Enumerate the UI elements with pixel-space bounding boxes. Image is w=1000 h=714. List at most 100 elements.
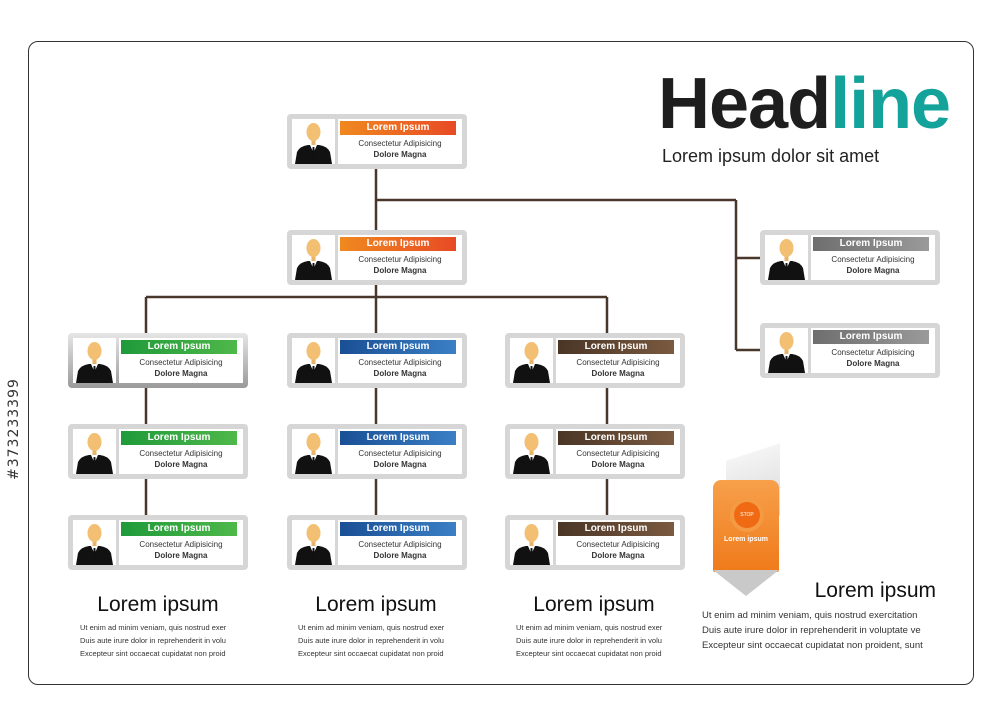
card-title: Lorem Ipsum [340, 522, 456, 536]
card-title: Lorem Ipsum [121, 431, 237, 445]
featured-text-line: Duis aute irure dolor in reprehenderit i… [702, 625, 921, 636]
card-detail: Dolore Magna [154, 551, 208, 560]
badge-icon: STOP Lorem ipsum [708, 443, 792, 602]
headline: Headline [658, 62, 951, 146]
card-detail: Dolore Magna [373, 551, 427, 560]
card-title: Lorem Ipsum [558, 522, 674, 536]
card-detail: Dolore Magna [373, 150, 427, 159]
card-subtitle: Consectetur Adipisicing [576, 358, 660, 367]
person-avatar-icon [292, 235, 335, 280]
person-avatar-icon [292, 520, 335, 565]
person-avatar-icon [73, 429, 116, 474]
column-block: Lorem ipsum Ut enim ad minim veniam, qui… [296, 592, 456, 660]
badge-arrow [713, 570, 779, 596]
featured-text-line: Excepteur sint occaecat cupidatat non pr… [702, 640, 923, 651]
card-subtitle: Consectetur Adipisicing [831, 255, 915, 264]
person-avatar-icon [510, 429, 553, 474]
column-text: Ut enim ad minim veniam, quis nostrud ex… [78, 621, 238, 660]
card-subtitle: Consectetur Adipisicing [576, 540, 660, 549]
column-title: Lorem ipsum [97, 593, 219, 616]
card-subtitle: Consectetur Adipisicing [139, 449, 223, 458]
card-subtitle: Consectetur Adipisicing [576, 449, 660, 458]
card-title: Lorem Ipsum [558, 340, 674, 354]
card-title: Lorem Ipsum [121, 522, 237, 536]
person-avatar-icon [292, 338, 335, 383]
badge-circle: STOP [734, 502, 760, 528]
card-subtitle: Consectetur Adipisicing [139, 358, 223, 367]
headline-accent: line [830, 64, 951, 144]
person-avatar-icon [765, 235, 808, 280]
card-subtitle: Consectetur Adipisicing [358, 540, 442, 549]
featured-text: Ut enim ad minim veniam, quis nostrud ex… [702, 608, 942, 653]
card-title: Lorem Ipsum [340, 431, 456, 445]
card-detail: Dolore Magna [846, 359, 900, 368]
column-block: Lorem ipsum Ut enim ad minim veniam, qui… [514, 592, 674, 660]
column-text-line: Ut enim ad minim veniam, quis nostrud ex… [516, 623, 663, 632]
person-avatar-icon [510, 338, 553, 383]
card-detail: Dolore Magna [373, 369, 427, 378]
card-subtitle: Consectetur Adipisicing [358, 358, 442, 367]
card-title: Lorem Ipsum [340, 121, 456, 135]
person-avatar-icon [510, 520, 553, 565]
column-text-line: Excepteur sint occaecat cupidatat non pr… [516, 649, 662, 658]
column-block: Lorem ipsum Ut enim ad minim veniam, qui… [78, 592, 238, 660]
card-title: Lorem Ipsum [813, 330, 929, 344]
subheadline: Lorem ipsum dolor sit amet [662, 146, 880, 166]
card-subtitle: Consectetur Adipisicing [358, 449, 442, 458]
column-title: Lorem ipsum [533, 593, 655, 616]
card-title: Lorem Ipsum [340, 340, 456, 354]
side-id: #373233399 [6, 378, 22, 480]
column-text: Ut enim ad minim veniam, quis nostrud ex… [514, 621, 674, 660]
column-text-line: Excepteur sint occaecat cupidatat non pr… [80, 649, 226, 658]
column-text-line: Ut enim ad minim veniam, quis nostrud ex… [298, 623, 445, 632]
card-subtitle: Consectetur Adipisicing [831, 348, 915, 357]
card-title: Lorem Ipsum [121, 340, 237, 354]
column-text-line: Excepteur sint occaecat cupidatat non pr… [298, 649, 444, 658]
card-subtitle: Consectetur Adipisicing [358, 255, 442, 264]
column-text-line: Ut enim ad minim veniam, quis nostrud ex… [80, 623, 227, 632]
card-title: Lorem Ipsum [340, 237, 456, 251]
card-title: Lorem Ipsum [558, 431, 674, 445]
column-title: Lorem ipsum [315, 593, 437, 616]
card-detail: Dolore Magna [846, 266, 900, 275]
card-detail: Dolore Magna [591, 460, 645, 469]
card-detail: Dolore Magna [154, 460, 208, 469]
card-subtitle: Consectetur Adipisicing [139, 540, 223, 549]
featured-title: Lorem ipsum [814, 579, 936, 602]
card-detail: Dolore Magna [591, 551, 645, 560]
card-detail: Dolore Magna [154, 369, 208, 378]
card-detail: Dolore Magna [373, 460, 427, 469]
person-avatar-icon [73, 338, 116, 383]
person-avatar-icon [765, 328, 808, 373]
column-text-line: Duis aute irure dolor in reprehenderit i… [516, 636, 662, 645]
card-subtitle: Consectetur Adipisicing [358, 139, 442, 148]
person-avatar-icon [73, 520, 116, 565]
column-text-line: Duis aute irure dolor in reprehenderit i… [298, 636, 444, 645]
person-avatar-icon [292, 429, 335, 474]
